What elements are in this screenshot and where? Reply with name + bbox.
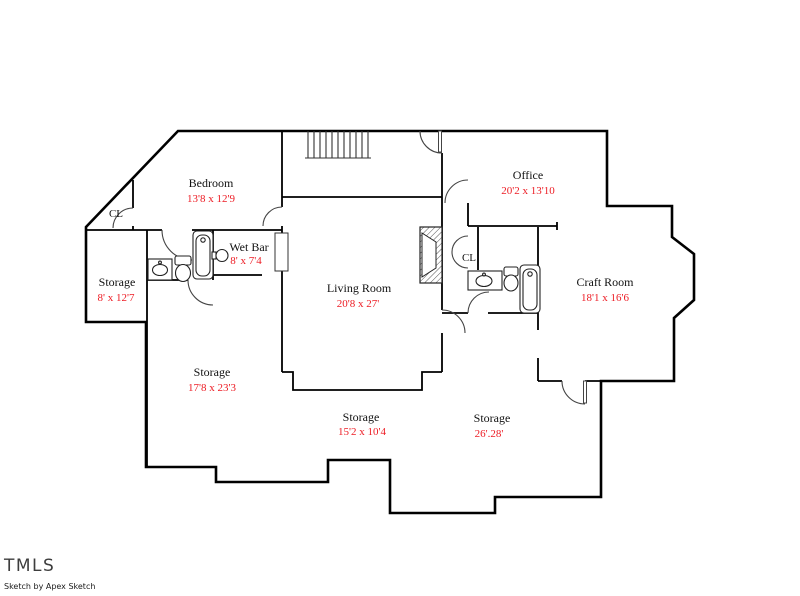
room-label-storage-middle: Storage — [194, 365, 231, 379]
wet-bar-sink — [211, 248, 229, 263]
room-dim-craft-room: 18'1 x 16'6 — [581, 292, 629, 304]
bathtub — [192, 230, 214, 280]
bathtub — [519, 264, 541, 314]
closet-label-1: CL — [109, 208, 123, 220]
door-arcs — [112, 130, 586, 405]
room-dim-storage-middle: 17'8 x 23'3 — [188, 382, 236, 394]
closet-label-2: CL — [462, 252, 476, 264]
bathroom-1 — [147, 230, 214, 283]
room-dim-wet-bar: 8' x 7'4 — [230, 255, 262, 267]
toilet — [503, 266, 519, 292]
sink-vanity — [467, 270, 503, 291]
stairs — [305, 131, 371, 159]
cased-opening — [274, 232, 289, 272]
exterior-wall — [84, 129, 696, 515]
room-label-storage-left: Storage — [99, 275, 136, 289]
room-dim-living-room: 20'8 x 27' — [337, 298, 379, 310]
room-label-office: Office — [513, 168, 543, 182]
room-dim-storage-bottom: 15'2 x 10'4 — [338, 426, 386, 438]
toilet — [174, 255, 192, 283]
room-label-storage-bottom: Storage — [343, 410, 380, 424]
room-dim-storage-right: 26'.28' — [475, 428, 504, 440]
room-label-living-room: Living Room — [327, 281, 392, 295]
fireplace — [419, 226, 443, 284]
room-dim-bedroom: 13'8 x 12'9 — [187, 193, 235, 205]
door-leaf — [438, 130, 442, 153]
tmls-logo: TMLS — [3, 556, 55, 576]
room-dim-office: 20'2 x 13'10 — [501, 185, 555, 197]
bathroom-2 — [467, 264, 541, 314]
room-label-bedroom: Bedroom — [189, 176, 234, 190]
room-dim-storage-left: 8' x 12'7 — [98, 292, 135, 304]
room-label-storage-right: Storage — [474, 411, 511, 425]
room-label-wet-bar: Wet Bar — [229, 240, 268, 254]
door-leaf — [583, 380, 587, 404]
room-label-craft-room: Craft Room — [577, 275, 635, 289]
sink-vanity — [147, 258, 173, 281]
sketch-credit: Sketch by Apex Sketch — [4, 582, 95, 591]
